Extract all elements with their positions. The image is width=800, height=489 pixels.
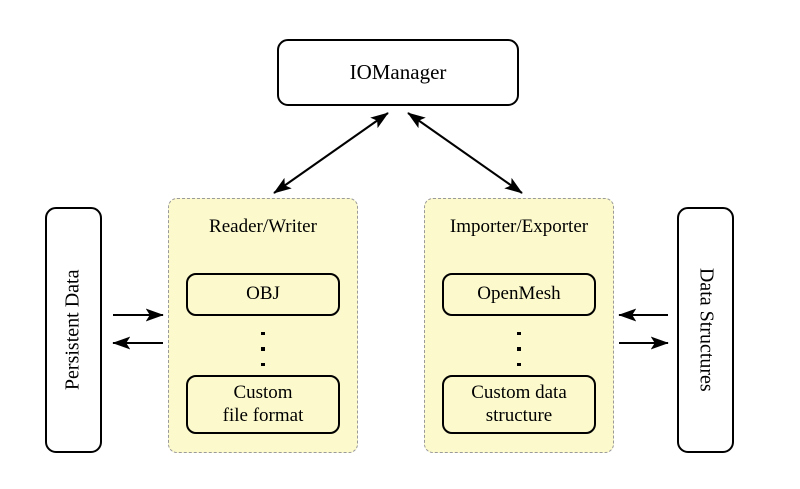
importer-exporter-item-custom-data-structure-label: Custom data structure [471,382,567,428]
reader-writer-group[interactable]: Reader/Writer OBJ Custom file format [168,198,358,453]
importer-exporter-group[interactable]: Importer/Exporter OpenMesh Custom data s… [424,198,614,453]
importer-exporter-ellipsis-icon [425,332,613,366]
reader-writer-ellipsis-icon [169,332,357,366]
reader-writer-item-custom-file-format[interactable]: Custom file format [186,375,340,434]
custom-data-structure-line-1: Custom data [471,381,567,403]
importer-exporter-item-custom-data-structure[interactable]: Custom data structure [442,375,596,434]
persistent-data-label: Persistent Data [61,269,84,391]
custom-data-structure-line-2: structure [485,404,553,426]
persistent-data-node[interactable]: Persistent Data [45,207,102,453]
custom-file-format-line-1: Custom [233,381,293,403]
reader-writer-item-obj[interactable]: OBJ [186,273,340,316]
iomanager-label: IOManager [349,60,447,85]
data-structures-node[interactable]: Data Structures [677,207,734,453]
reader-writer-item-obj-label: OBJ [246,283,280,305]
arrow-manager-readerwriter [273,112,389,194]
data-structures-label: Data Structures [695,268,718,392]
importer-exporter-item-openmesh-label: OpenMesh [477,283,561,305]
reader-writer-item-custom-file-format-label: Custom file format [223,382,304,428]
importer-exporter-group-title: Importer/Exporter [449,216,589,237]
arrow-manager-importerexporter [407,112,523,194]
reader-writer-group-title: Reader/Writer [209,216,317,237]
importer-exporter-item-openmesh[interactable]: OpenMesh [442,273,596,316]
iomanager-node[interactable]: IOManager [277,39,519,106]
custom-file-format-line-2: file format [222,404,304,426]
